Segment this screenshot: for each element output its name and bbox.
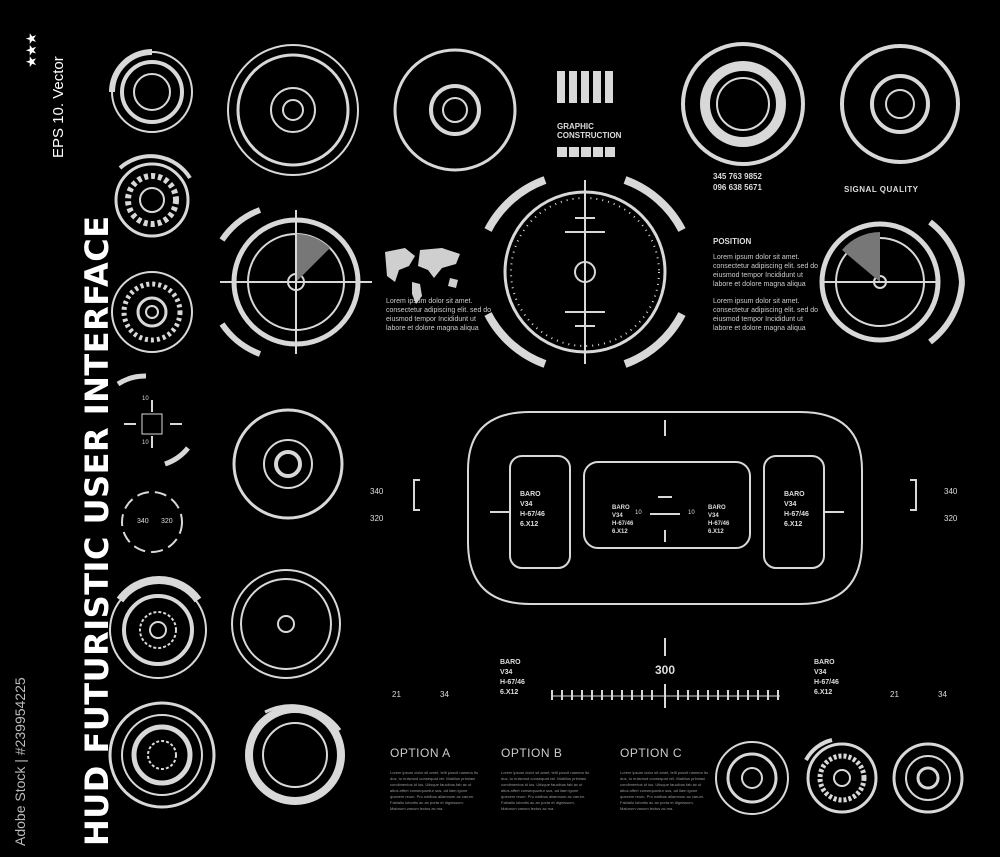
center-value-300: 300 [655, 663, 676, 677]
tick-small-10-b: 10 [142, 440, 149, 446]
option-c-label[interactable]: OPTION C [620, 746, 683, 760]
option-c-text: Lorem ipsum dolor sit amet, tellt poscit… [620, 770, 709, 811]
stars-icon: ★★★ [23, 33, 39, 68]
baro-bottom-right: BARO V34 H-67/46 6.X12 [814, 659, 839, 696]
signal-quality-label: SIGNAL QUALITY [844, 185, 919, 194]
tick-bottom-left-34: 34 [440, 690, 449, 699]
gauge-top-3 [393, 48, 517, 172]
baro-left: BARO V34 H-67/46 6.X12 [520, 491, 545, 528]
radar-gauge-right [819, 219, 965, 345]
tick-left-320: 320 [370, 514, 384, 523]
radar-gauge-left [219, 207, 372, 357]
gauge-large-4 [245, 704, 345, 805]
gauge-bottom-3 [892, 742, 964, 814]
gauge-bottom-1 [715, 741, 789, 815]
option-b-label[interactable]: OPTION B [501, 746, 563, 760]
gauge-large-3 [231, 569, 341, 679]
phone-number-2: 096 638 5671 [713, 183, 762, 192]
tick-bottom-right-21: 21 [890, 690, 899, 699]
bar-indicators [557, 71, 615, 157]
tick-small-320: 320 [161, 518, 173, 525]
gauge-ring-2 [114, 154, 192, 238]
tick-right-320: 320 [944, 514, 958, 523]
world-map-icon [385, 248, 460, 304]
central-compass [484, 176, 686, 368]
lorem-paragraph-position-1: Lorem ipsum dolor sit amet. consectetur … [713, 254, 819, 288]
baro-right: BARO V34 H-67/46 6.X12 [784, 491, 809, 528]
bottom-scale [551, 638, 780, 708]
option-b-text: Lorem ipsum dolor sit amet, tellt poscit… [501, 770, 590, 811]
lorem-paragraph-position-2: Lorem ipsum dolor sit amet. consectetur … [713, 298, 819, 332]
baro-bottom-left: BARO V34 H-67/46 6.X12 [500, 659, 525, 696]
tick-bottom-right-34: 34 [938, 690, 947, 699]
main-hud-panel [413, 411, 917, 605]
tick-small-340: 340 [137, 518, 149, 525]
baro-inner-left: BARO V34 H-67/46 6.X12 [612, 505, 634, 535]
subtitle: EPS 10. Vector [50, 56, 67, 158]
gauge-ring-4 [109, 575, 207, 679]
baro-inner-right: BARO V34 H-67/46 6.X12 [708, 505, 730, 535]
gauge-ring-5 [108, 701, 216, 809]
gauge-large-2 [232, 408, 344, 520]
gauge-bottom-2 [804, 738, 878, 814]
gauge-ring-1 [109, 49, 193, 133]
gauge-top-5 [681, 42, 805, 166]
position-label: POSITION [713, 237, 752, 246]
phone-number-1: 345 763 9852 [713, 172, 762, 181]
tick-small-10-a: 10 [142, 396, 149, 402]
lorem-paragraph-map: Lorem ipsum dolor sit amet. consectetur … [386, 298, 492, 332]
tick-bottom-left-21: 21 [392, 690, 401, 699]
option-a-text: Lorem ipsum dolor sit amet, tellt poscit… [390, 770, 479, 811]
gauge-large-1 [227, 44, 359, 176]
tick-right-340: 340 [944, 487, 958, 496]
tick-center-10-left: 10 [635, 510, 642, 516]
option-a-label[interactable]: OPTION A [390, 746, 451, 760]
gauge-top-6 [840, 44, 960, 164]
page-title: HUD FUTURISTIC USER INTERFACE [78, 215, 116, 846]
gauge-ring-3 [111, 271, 193, 353]
gauge-dashed-small [121, 491, 183, 553]
graphic-construction-label: GRAPHIC CONSTRUCTION [557, 122, 622, 140]
watermark: Adobe Stock | #239954225 [12, 677, 28, 846]
gauge-crosshair-small [116, 373, 190, 467]
tick-left-340: 340 [370, 487, 384, 496]
tick-center-10-right: 10 [688, 510, 695, 516]
